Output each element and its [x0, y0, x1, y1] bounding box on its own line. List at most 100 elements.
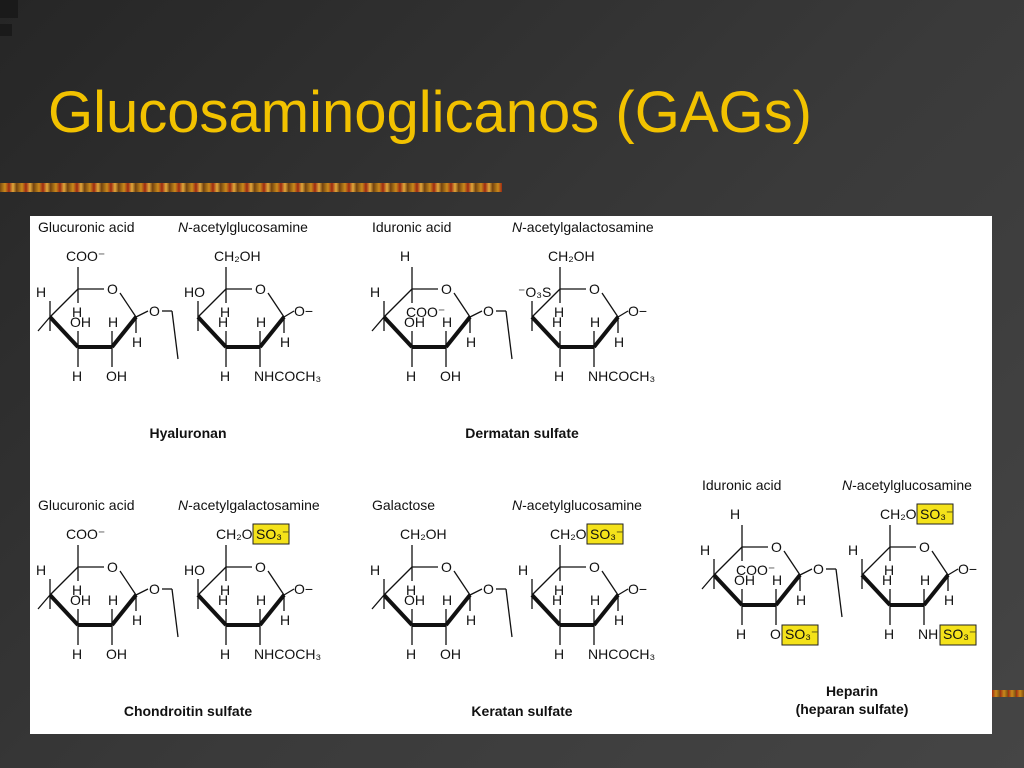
title-decorative-rule: [0, 183, 502, 192]
decorative-accent: [992, 690, 1024, 697]
ring-bond-front: [382, 593, 414, 627]
c2-up-h: H: [442, 592, 452, 608]
bond: [947, 568, 959, 576]
ring-bond-front: [592, 315, 620, 349]
c2-substituent: NHCOCH₃: [254, 368, 321, 384]
c3-down-h: H: [554, 646, 564, 662]
unit1-label: Glucuronic acid: [38, 219, 135, 235]
ring-bond: [267, 570, 285, 596]
c4-up-substituent: HO: [184, 562, 205, 578]
c2-substituent: O: [770, 626, 781, 642]
c2-substituent: NHCOCH₃: [588, 646, 655, 662]
c1-down-h: H: [614, 334, 624, 350]
unit1-label: Glucuronic acid: [38, 497, 135, 513]
ring-oxygen: O: [255, 559, 266, 575]
c4-up-substituent: H: [370, 562, 380, 578]
c5-substituent: CH₂OH: [548, 248, 595, 264]
c3-up-substituent: OH: [70, 314, 91, 330]
ring-bond: [531, 288, 561, 318]
structure-name: Heparin: [826, 683, 878, 699]
c3-up-substituent: OH: [404, 314, 425, 330]
c2-substituent: OH: [440, 368, 461, 384]
unit1-label: Iduronic acid: [702, 477, 781, 493]
slide-title: Glucosaminoglicanos (GAGs): [48, 80, 812, 145]
ring-bond-front: [382, 315, 414, 349]
c3-up-substituent: OH: [734, 572, 755, 588]
terminal-oxygen: O−: [294, 303, 313, 319]
sulfate-group: SO₃⁻: [256, 526, 289, 542]
ring-bond: [861, 546, 891, 576]
bond: [37, 594, 51, 610]
structure-name: Keratan sulfate: [471, 703, 572, 719]
glycosidic-oxygen: O: [483, 581, 494, 597]
c3-up-substituent: H: [218, 592, 228, 608]
ring-bond-front: [48, 315, 80, 349]
bond: [171, 310, 179, 360]
c5-down-substituent: H: [72, 304, 82, 320]
c3-up-substituent: OH: [70, 592, 91, 608]
ring-bond-front: [110, 593, 138, 627]
ring-bond: [453, 570, 471, 596]
c3-down-h: H: [554, 368, 564, 384]
ring-oxygen: O: [255, 281, 266, 297]
c1-down-h: H: [466, 612, 476, 628]
bond: [505, 588, 513, 638]
c5-down-substituent: COO⁻: [406, 304, 445, 320]
c4-up-substituent: H: [36, 284, 46, 300]
glycosidic-oxygen: O: [483, 303, 494, 319]
c2-substituent: OH: [106, 368, 127, 384]
c3-down-h: H: [406, 368, 416, 384]
corner-square-2: [0, 24, 12, 36]
c3-up-substituent: H: [882, 572, 892, 588]
c2-up-h: H: [590, 314, 600, 330]
bond: [505, 310, 513, 360]
sulfate-group: SO₃⁻: [590, 526, 623, 542]
c2-substituent: NHCOCH₃: [254, 646, 321, 662]
c4-up-substituent: H: [700, 542, 710, 558]
unit1-label: Iduronic acid: [372, 219, 451, 235]
c2-substituent: NHCOCH₃: [588, 368, 655, 384]
ring-oxygen: O: [107, 281, 118, 297]
structure-name: Hyaluronan: [149, 425, 226, 441]
ring-bond: [197, 566, 227, 596]
ring-bond-front: [48, 593, 80, 627]
corner-square-1: [0, 0, 18, 18]
c5-substituent: COO⁻: [66, 526, 105, 542]
sulfate-highlight: [781, 624, 819, 646]
ring-oxygen: O: [441, 281, 452, 297]
glycosidic-oxygen: O: [149, 581, 160, 597]
ring-bond-front: [196, 315, 228, 349]
c2-up-h: H: [920, 572, 930, 588]
sulfate-group: SO₃⁻: [920, 506, 953, 522]
c5-down-substituent: H: [554, 582, 564, 598]
ring-oxygen: O: [441, 559, 452, 575]
c5-substituent: CH₂OH: [214, 248, 261, 264]
c4-up-substituent: H: [370, 284, 380, 300]
ring-oxygen: O: [771, 539, 782, 555]
c3-down-h: H: [406, 646, 416, 662]
bond: [135, 588, 149, 596]
ring-bond-front: [592, 593, 620, 627]
c1-down-h: H: [466, 334, 476, 350]
c4-up-substituent: H: [518, 562, 528, 578]
ring-bond: [49, 288, 79, 318]
bond: [37, 316, 51, 332]
bond: [469, 588, 483, 596]
c5-down-substituent: H: [406, 582, 416, 598]
terminal-oxygen: O−: [628, 581, 647, 597]
sulfate-group: SO₃⁻: [943, 626, 976, 642]
bond: [135, 310, 149, 318]
c5-substituent: CH₂O: [880, 506, 917, 522]
ring-bond-front: [258, 315, 286, 349]
bond: [617, 588, 629, 596]
ring-bond-front: [258, 593, 286, 627]
unit1-label: Galactose: [372, 497, 435, 513]
c2-up-h: H: [442, 314, 452, 330]
c2-up-h: H: [256, 592, 266, 608]
bond: [469, 310, 483, 318]
ring-bond: [383, 566, 413, 596]
ring-bond: [453, 292, 471, 318]
